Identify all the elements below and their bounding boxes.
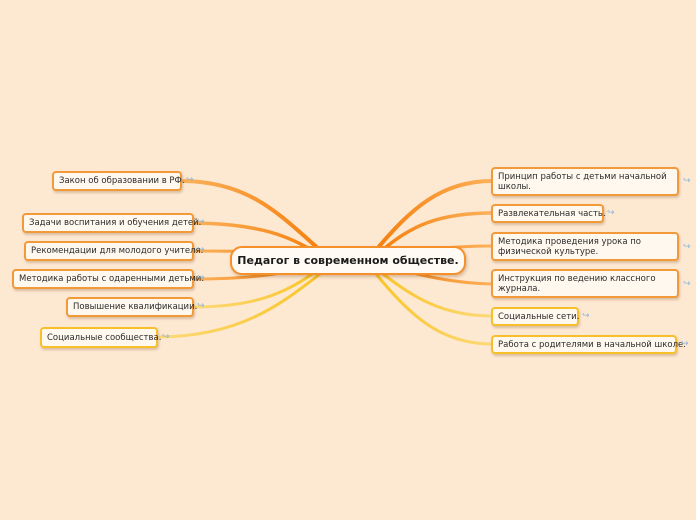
link-icon[interactable]: ↪ bbox=[197, 217, 205, 227]
topic-left-3[interactable]: Рекомендации для молодого учителя. bbox=[24, 241, 203, 261]
topic-right-2[interactable]: Развлекательная часть. bbox=[491, 204, 606, 223]
link-icon[interactable]: ↪ bbox=[683, 176, 691, 186]
topic-left-2[interactable]: Задачи воспитания и обучения детей. bbox=[22, 213, 201, 233]
branch-left-6 bbox=[158, 272, 322, 339]
branch-left-1 bbox=[182, 179, 322, 252]
topic-label: Методика проведения урока по физической … bbox=[498, 236, 641, 257]
link-icon[interactable]: ↪ bbox=[683, 242, 691, 252]
topic-left-4[interactable]: Методика работы с одаренными детьми. bbox=[12, 269, 204, 289]
topic-label: Инструкция по ведению классного журнала. bbox=[498, 273, 656, 294]
central-topic[interactable]: Педагог в современном обществе. bbox=[230, 246, 466, 275]
link-icon[interactable]: ↪ bbox=[197, 273, 205, 283]
topic-label: Социальные сети. bbox=[498, 311, 580, 322]
topic-label: Методика работы с одаренными детьми. bbox=[19, 274, 205, 284]
topic-label: Развлекательная часть. bbox=[498, 208, 606, 219]
link-icon[interactable]: ↪ bbox=[197, 301, 205, 311]
topic-left-6[interactable]: Социальные сообщества. bbox=[40, 327, 162, 348]
link-icon[interactable]: ↪ bbox=[681, 339, 689, 349]
topic-label: Социальные сообщества. bbox=[47, 332, 162, 343]
topic-right-3[interactable]: Методика проведения урока по физической … bbox=[491, 232, 679, 261]
topic-label: Рекомендации для молодого учителя. bbox=[31, 246, 204, 256]
link-icon[interactable]: ↪ bbox=[186, 175, 194, 185]
topic-right-4[interactable]: Инструкция по ведению классного журнала. bbox=[491, 269, 679, 298]
topic-label: Работа с родителями в начальной школе. bbox=[498, 339, 686, 350]
topic-left-5[interactable]: Повышение квалификации. bbox=[66, 297, 198, 317]
topic-label: Закон об образовании в РФ. bbox=[59, 176, 185, 186]
branch-right-1 bbox=[374, 179, 494, 252]
link-icon[interactable]: ↪ bbox=[197, 245, 205, 255]
topic-right-1[interactable]: Принцип работы с детьми начальной школы. bbox=[491, 167, 679, 196]
branch-right-5 bbox=[376, 268, 494, 318]
topic-left-1[interactable]: Закон об образовании в РФ. bbox=[52, 171, 185, 191]
topic-label: Задачи воспитания и обучения детей. bbox=[29, 218, 202, 228]
topic-right-5[interactable]: Социальные сети. bbox=[491, 307, 579, 326]
topic-label: Принцип работы с детьми начальной школы. bbox=[498, 171, 667, 192]
branch-left-5 bbox=[192, 268, 320, 309]
branch-right-2 bbox=[376, 211, 494, 256]
link-icon[interactable]: ↪ bbox=[607, 208, 615, 218]
topic-right-6[interactable]: Работа с родителями в начальной школе. bbox=[491, 335, 686, 354]
link-icon[interactable]: ↪ bbox=[162, 332, 170, 342]
link-icon[interactable]: ↪ bbox=[683, 279, 691, 289]
branch-right-6 bbox=[374, 272, 494, 346]
topic-label: Повышение квалификации. bbox=[73, 302, 198, 312]
link-icon[interactable]: ↪ bbox=[582, 311, 590, 321]
